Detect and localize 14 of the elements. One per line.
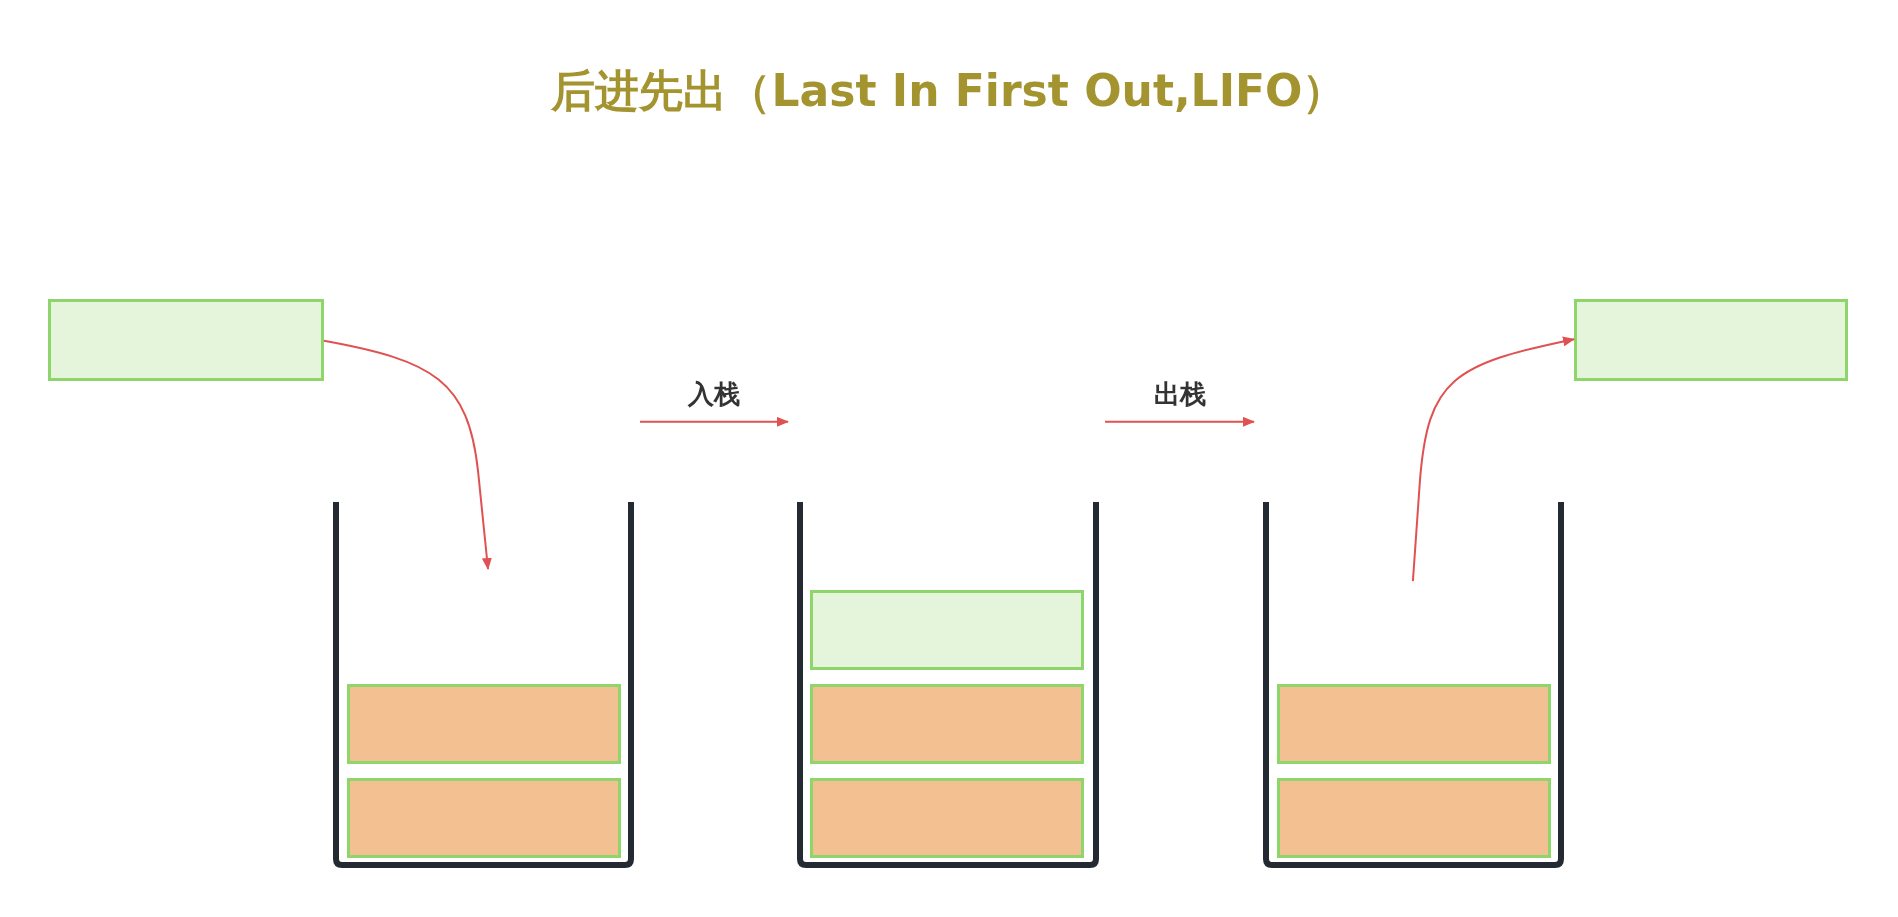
stack-element (810, 590, 1084, 670)
arrow (1104, 416, 1255, 427)
stack-element (810, 778, 1084, 858)
stack-element (1277, 778, 1551, 858)
stack-element (1277, 684, 1551, 764)
arrow (1411, 336, 1575, 583)
stack-element (810, 684, 1084, 764)
stack-element (1574, 299, 1848, 381)
stack-element (347, 684, 621, 764)
arrow (639, 416, 789, 427)
title: 后进先出（Last In First Out,LIFO） (550, 64, 1348, 118)
arrow (323, 339, 492, 570)
stack-element (347, 778, 621, 858)
stack-element (48, 299, 324, 381)
